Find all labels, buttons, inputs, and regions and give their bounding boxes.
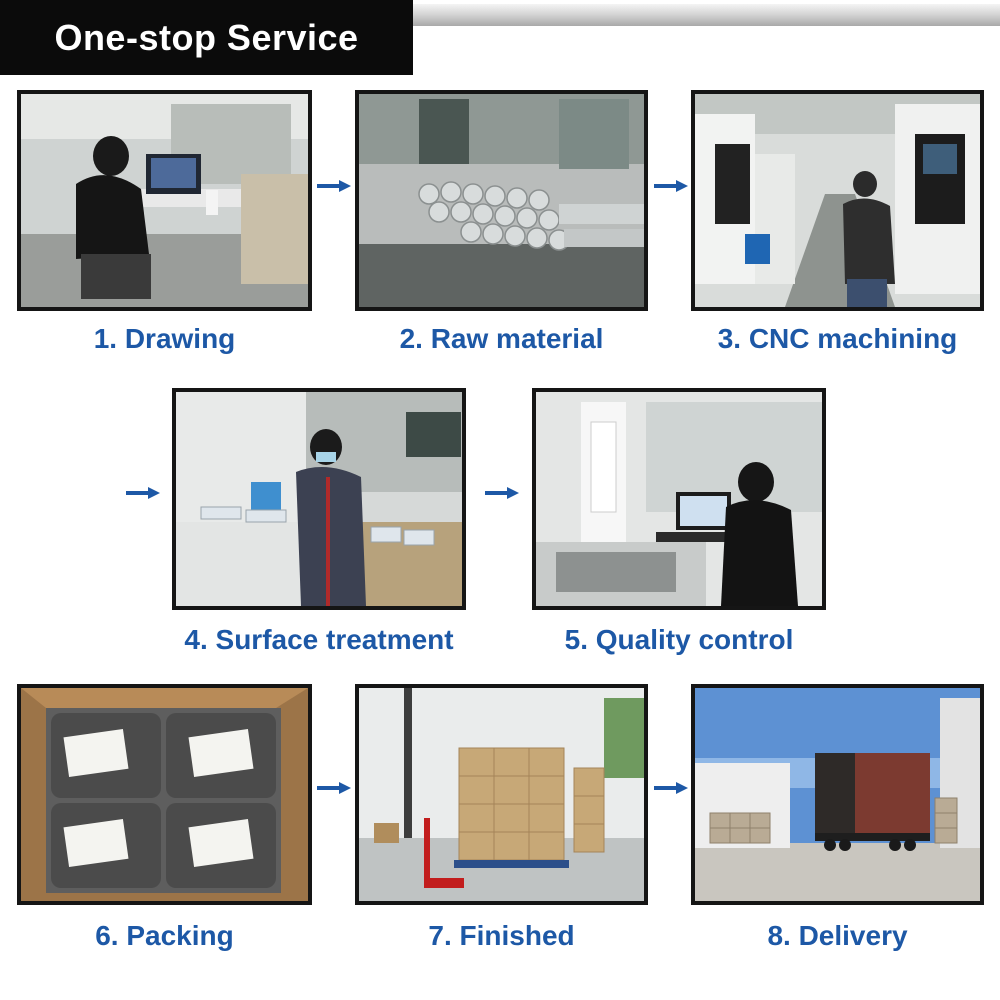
step-label-cnc-machining: 3. CNC machining — [717, 323, 958, 354]
step-label-finished: 7. Finished — [428, 920, 575, 951]
cnc-machining-photo — [691, 90, 984, 311]
finished-photo — [355, 684, 648, 905]
step-label-packing: 6. Packing — [95, 920, 234, 951]
quality-control-photo — [532, 388, 826, 610]
header-decorative-bar — [413, 4, 1000, 26]
page-title: One-stop Service — [0, 0, 413, 75]
raw-material-photo — [355, 90, 648, 311]
packing-photo — [17, 684, 312, 905]
arrow-right-icon — [654, 180, 688, 192]
delivery-photo — [691, 684, 984, 905]
step-label-surface-treatment: 4. Surface treatment — [184, 624, 454, 655]
step-label-quality-control: 5. Quality control — [564, 624, 794, 655]
arrow-right-icon — [317, 782, 351, 794]
arrow-right-icon — [485, 487, 519, 499]
surface-treatment-photo — [172, 388, 466, 610]
arrow-right-icon — [317, 180, 351, 192]
drawing-photo — [17, 90, 312, 311]
step-label-delivery: 8. Delivery — [767, 920, 908, 951]
step-label-drawing: 1. Drawing — [93, 323, 236, 354]
arrow-right-icon — [654, 782, 688, 794]
step-label-raw-material: 2. Raw material — [399, 323, 604, 354]
arrow-right-icon — [126, 487, 160, 499]
